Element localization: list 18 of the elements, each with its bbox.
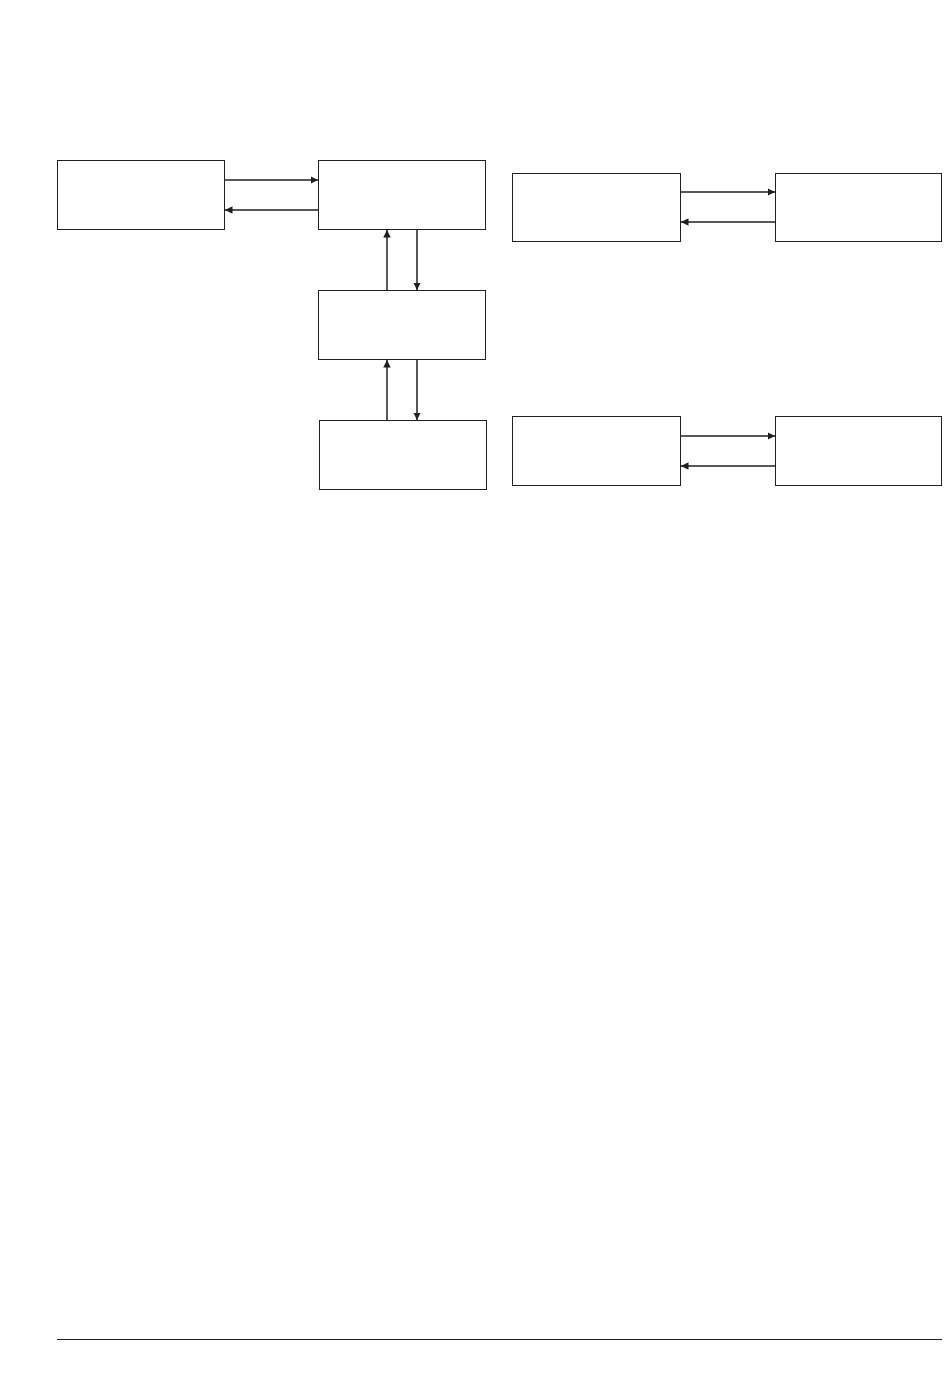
empty-box: [512, 173, 681, 242]
empty-box: [775, 173, 942, 242]
arrow: [680, 432, 776, 440]
arrow: [383, 359, 391, 421]
arrow: [383, 229, 391, 291]
empty-box: [775, 416, 942, 486]
arrow: [413, 229, 421, 291]
empty-box: [318, 290, 486, 360]
arrow: [680, 462, 776, 470]
arrow: [224, 206, 319, 214]
empty-box: [319, 420, 487, 490]
arrow: [680, 188, 776, 196]
empty-box: [318, 160, 486, 230]
arrow: [413, 359, 421, 421]
arrow: [224, 176, 319, 184]
arrow: [680, 218, 776, 226]
empty-box: [57, 160, 225, 230]
empty-box: [512, 416, 681, 486]
